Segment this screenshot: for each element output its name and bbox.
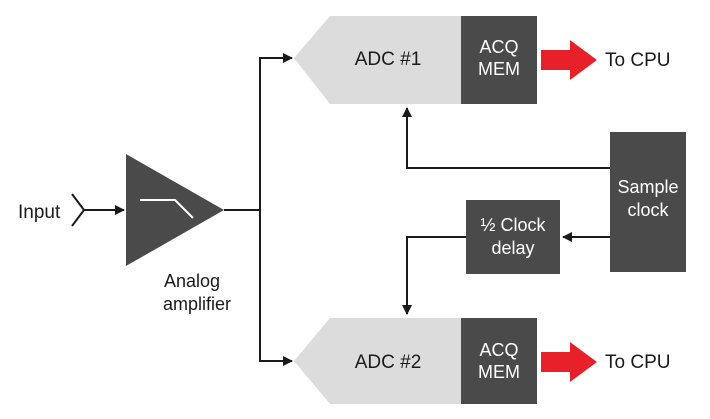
analog-amplifier-label: Analog bbox=[164, 271, 220, 291]
to-cpu-arrow-2-icon bbox=[541, 342, 597, 382]
adc2-label: ADC #2 bbox=[355, 352, 422, 373]
acq-mem-1-block bbox=[461, 16, 537, 104]
to-cpu-label-2: To CPU bbox=[605, 352, 670, 373]
clock-to-adc1-wire bbox=[402, 107, 610, 169]
adc1-label: ADC #1 bbox=[355, 49, 422, 70]
to-cpu-label-1: To CPU bbox=[605, 50, 670, 71]
delay-to-adc2-wire bbox=[402, 236, 466, 315]
acq-mem-2-block bbox=[461, 318, 537, 404]
adc1-block bbox=[294, 16, 461, 104]
sample-clock-block bbox=[610, 132, 686, 272]
clock-delay-label: ½ Clock bbox=[480, 215, 546, 235]
acq-mem-2-label: ACQ bbox=[479, 340, 518, 360]
input-label: Input bbox=[18, 202, 61, 223]
analog-amplifier-label-line2: amplifier bbox=[163, 294, 231, 314]
sample-clock-label-line2: clock bbox=[627, 200, 669, 220]
lowpass-filter-icon bbox=[140, 199, 194, 219]
input-chevron-icon bbox=[71, 193, 86, 227]
clock-delay-label-line2: delay bbox=[491, 238, 534, 258]
sample-clock-label: Sample bbox=[617, 177, 678, 197]
acq-mem-2-label-line2: MEM bbox=[478, 362, 520, 382]
analog-amplifier-triangle-icon bbox=[126, 154, 224, 266]
clock-delay-block bbox=[466, 200, 560, 274]
acq-mem-1-label-line2: MEM bbox=[478, 59, 520, 79]
adc2-block bbox=[294, 318, 461, 404]
acq-mem-1-label: ACQ bbox=[479, 37, 518, 57]
to-cpu-arrow-1-icon bbox=[541, 40, 597, 80]
